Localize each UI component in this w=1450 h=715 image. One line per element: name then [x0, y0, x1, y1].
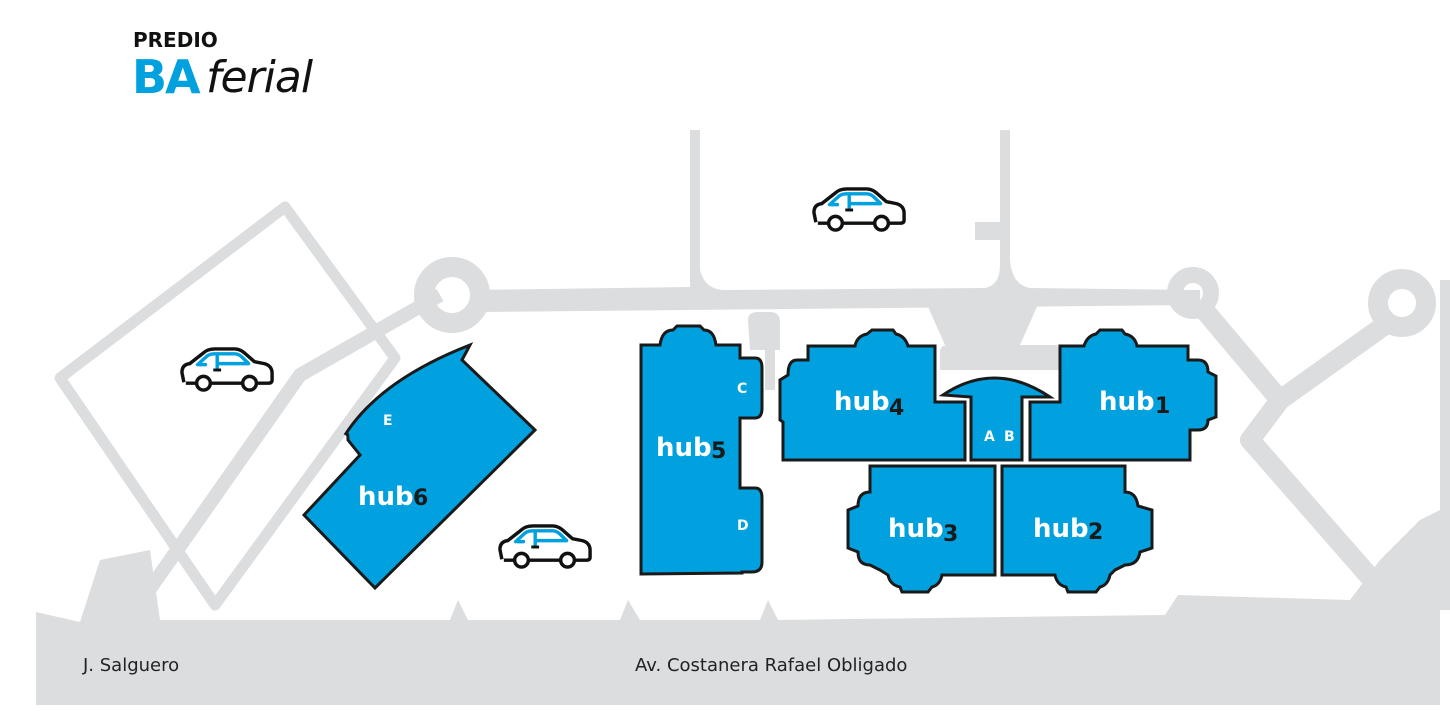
hub-2-label: hub	[1033, 514, 1089, 544]
roads	[36, 130, 1450, 705]
hub-1[interactable]: hub 1	[1028, 328, 1218, 462]
hub-4[interactable]: hub 4	[778, 328, 967, 462]
costanera-road	[36, 510, 1440, 705]
hub-3-number: 3	[943, 522, 958, 547]
hub-1-shape[interactable]	[1028, 328, 1218, 462]
logo-predio: PREDIO	[133, 28, 218, 52]
logo-ba: BA	[132, 50, 201, 104]
hub-4-number: 4	[889, 396, 904, 421]
area-c-label: C	[737, 381, 747, 397]
west-parking-outline	[54, 201, 401, 611]
hub-6-number: 6	[413, 486, 428, 511]
roundabout-east-2	[1368, 269, 1436, 337]
car-icon[interactable]	[812, 187, 906, 232]
pavilion-ab-shape[interactable]	[938, 376, 1055, 462]
spur-hub-center	[925, 300, 1060, 370]
hub-5[interactable]: hub 5 C D	[639, 324, 764, 576]
hub-3-shape[interactable]	[846, 464, 997, 594]
street-label-salguero: J. Salguero	[83, 655, 180, 676]
hub-5-shape[interactable]	[639, 324, 764, 576]
hub-6[interactable]: hub 6 E	[301, 342, 538, 591]
area-a-label: A	[984, 429, 995, 445]
hub-2-number: 2	[1088, 520, 1103, 545]
hub-6-shape[interactable]	[301, 342, 538, 591]
hub-1-number: 1	[1155, 394, 1170, 419]
hub-1-label: hub	[1099, 387, 1155, 417]
hub-3-label: hub	[888, 514, 944, 544]
hub-5-label: hub	[656, 433, 712, 463]
east-road-x2	[1240, 394, 1398, 607]
pavilion-ab[interactable]: A B	[938, 376, 1055, 462]
hub-3[interactable]: hub 3	[846, 464, 997, 594]
logo-ferial: ferial	[206, 52, 313, 103]
area-d-label: D	[737, 518, 749, 534]
area-b-label: B	[1004, 429, 1015, 445]
hub-4-label: hub	[834, 387, 890, 417]
main-road	[470, 130, 1200, 312]
hub-2-shape[interactable]	[1000, 464, 1154, 594]
hub-6-label: hub	[358, 482, 414, 512]
area-e-label: E	[383, 413, 393, 429]
east-road-x1	[1192, 298, 1391, 410]
car-icon[interactable]	[498, 524, 592, 569]
hub-4-shape[interactable]	[778, 328, 967, 462]
hub-5-number: 5	[711, 439, 726, 464]
roundabout-west	[414, 257, 490, 333]
north-road-stub	[975, 222, 1001, 240]
street-label-costanera: Av. Costanera Rafael Obligado	[635, 655, 908, 676]
hub-2[interactable]: hub 2	[1000, 464, 1154, 594]
diagonal-road	[94, 288, 444, 665]
spur-hub5	[748, 312, 780, 390]
car-icon[interactable]	[180, 347, 274, 392]
